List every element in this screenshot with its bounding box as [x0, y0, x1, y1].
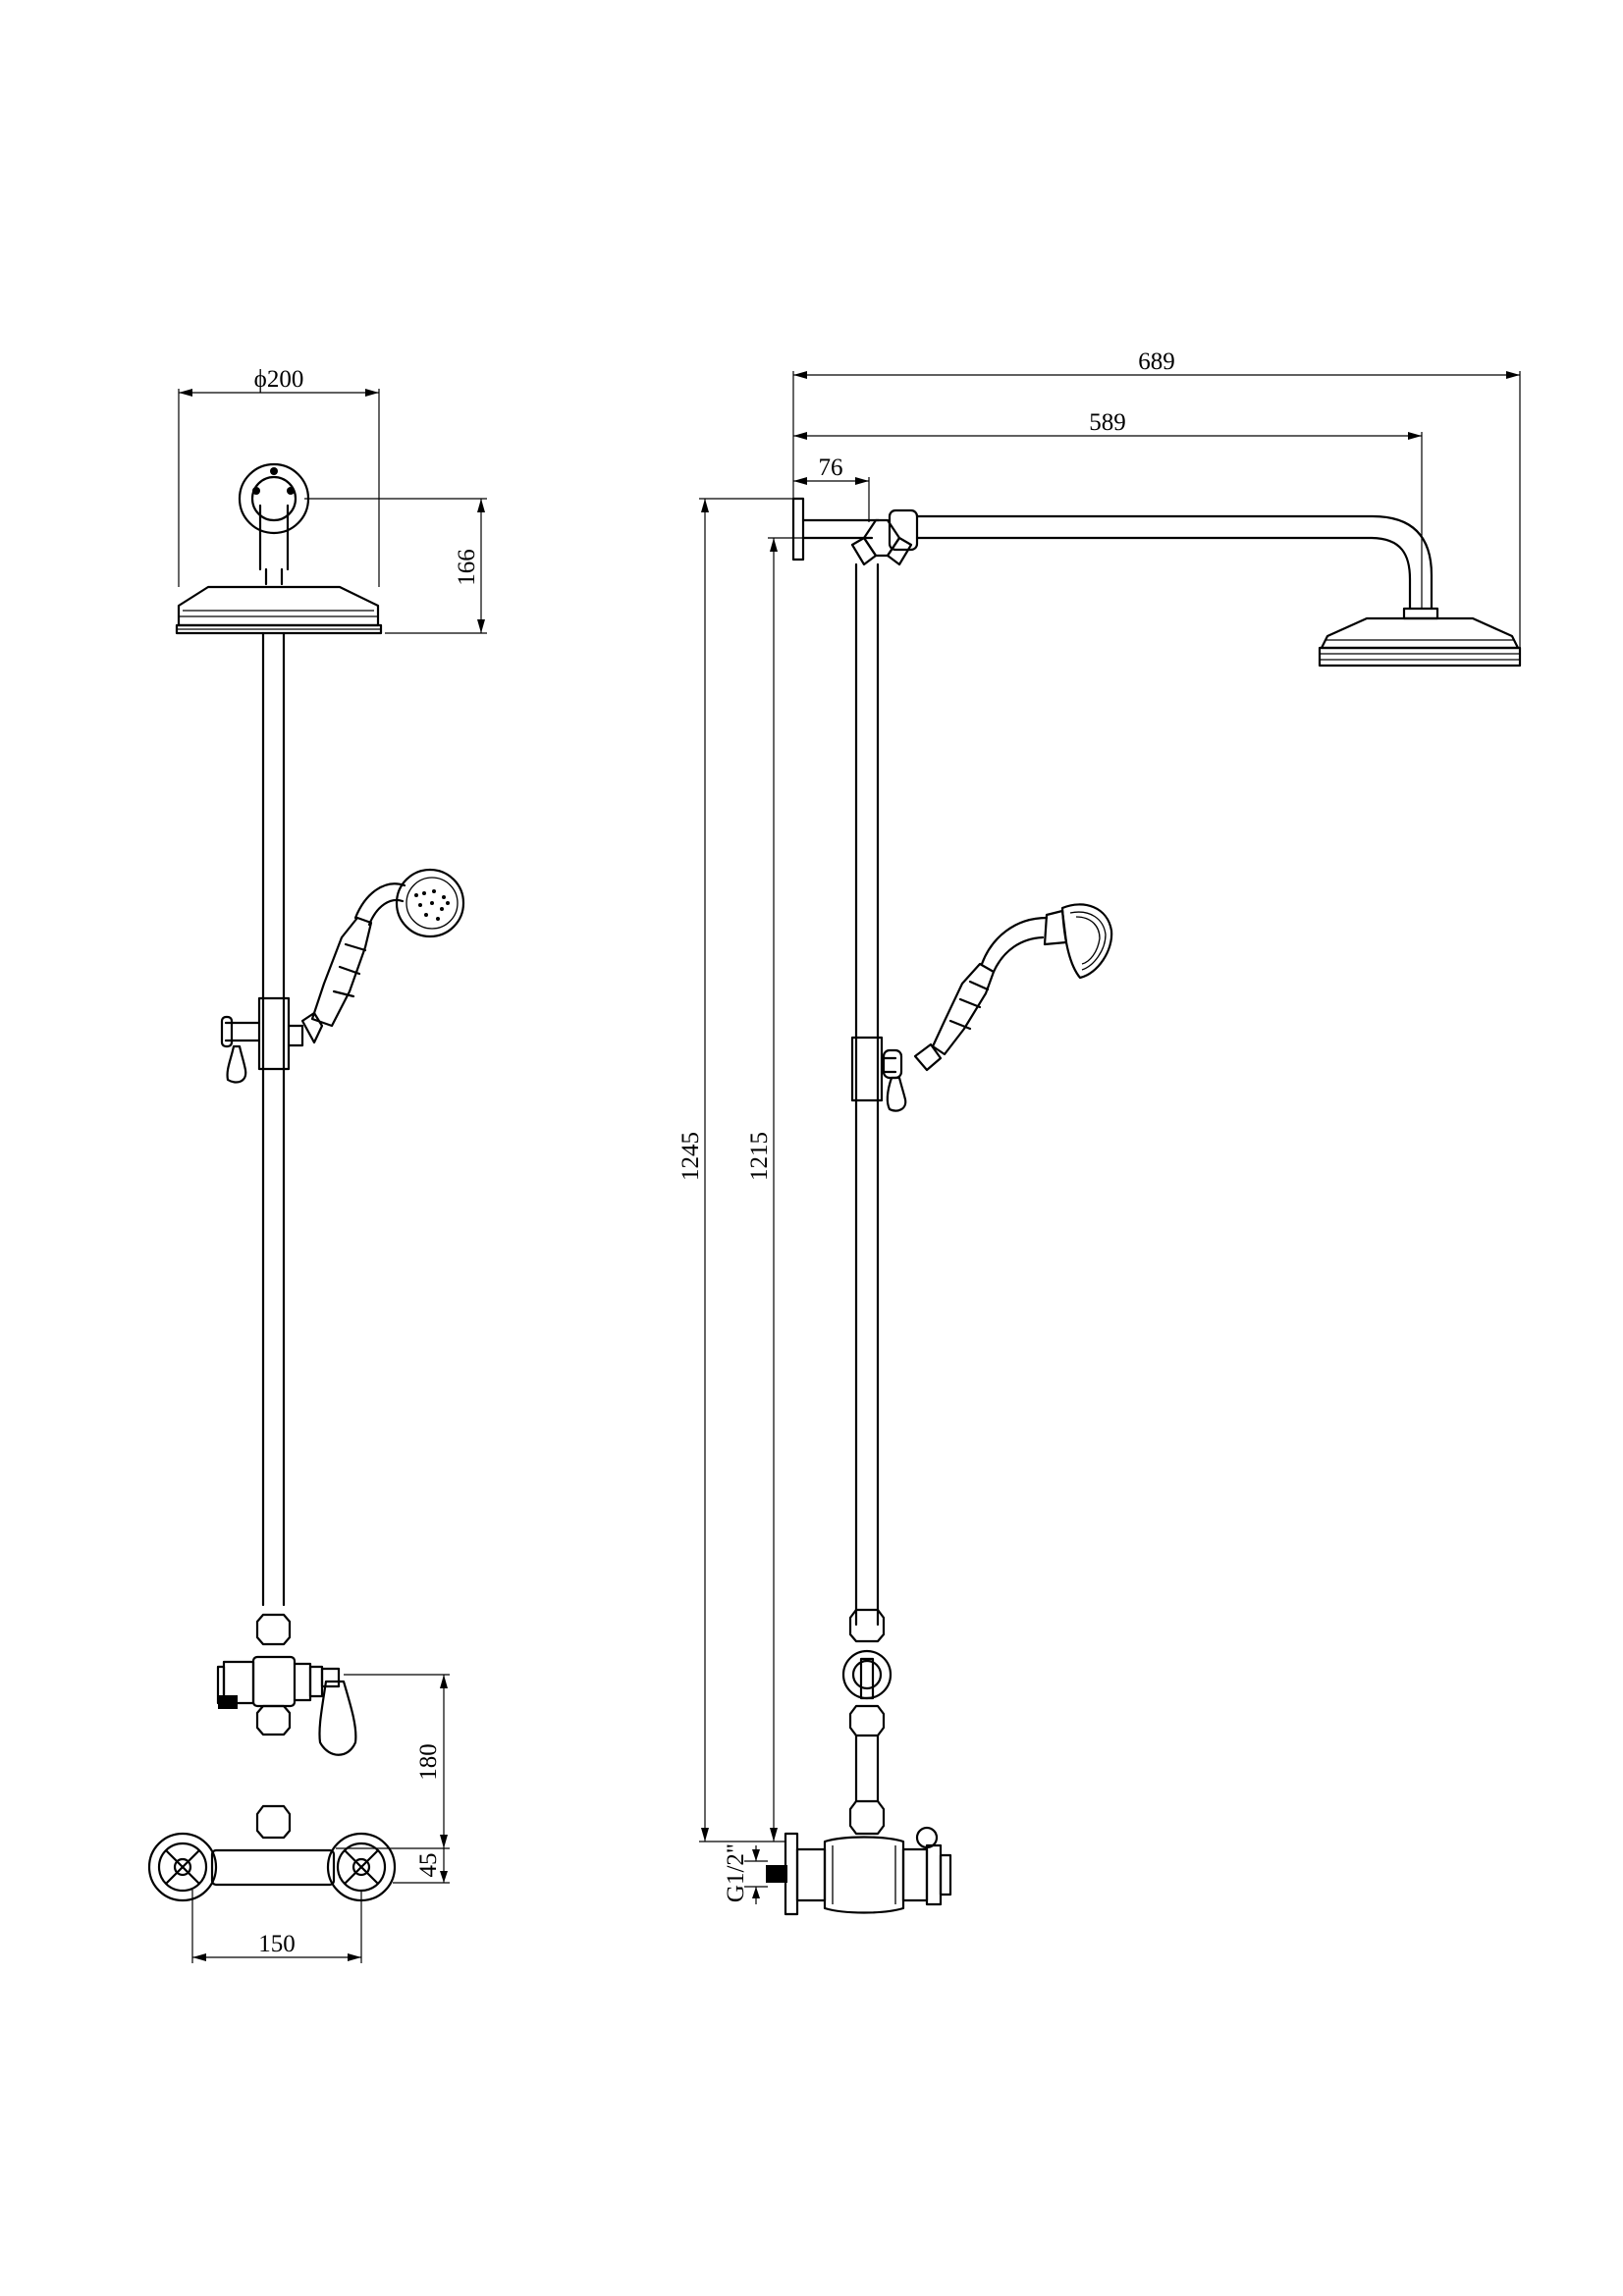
- front-diverter: [216, 1613, 357, 1756]
- front-riser-pipe: [261, 631, 286, 1607]
- side-top-connector: [850, 508, 919, 566]
- side-view: 689 589 76 1245: [677, 348, 1522, 1916]
- front-dim-valve-width: 150: [191, 1890, 362, 1963]
- side-shower-arm: [915, 514, 1439, 620]
- front-ceiling-flange: [238, 462, 310, 586]
- front-dim-valve-to-diverter: 180: [336, 1674, 450, 1849]
- front-view: ϕ200 166 180 45 150: [147, 366, 487, 1963]
- front-slider-bracket: [220, 996, 324, 1084]
- front-dim-head-diameter-label: ϕ200: [254, 366, 304, 393]
- side-dim-overall-height-label: 1245: [677, 1132, 704, 1181]
- front-dim-valve-offset: 45: [393, 1848, 450, 1884]
- front-dim-head-height: 166: [304, 498, 487, 634]
- side-dim-inlet-thread-label: G1/2": [723, 1843, 749, 1902]
- side-dim-wall-bracket: 76: [793, 454, 870, 522]
- front-valve-handle-left: [147, 1832, 218, 1902]
- front-dim-head-diameter: ϕ200: [178, 366, 380, 587]
- side-dim-arm-reach: 589: [793, 409, 1423, 609]
- front-hand-shower: [310, 868, 465, 1028]
- side-shower-head: [1318, 616, 1522, 667]
- front-dim-valve-to-diverter-label: 180: [415, 1743, 442, 1781]
- side-dim-inlet-thread: G1/2": [723, 1843, 768, 1904]
- side-dim-wall-bracket-label: 76: [819, 454, 843, 481]
- front-dim-head-height-label: 166: [454, 549, 480, 586]
- side-hand-shower: [931, 903, 1113, 1056]
- front-valve-body: [147, 1804, 397, 1902]
- side-dim-overall-height: 1245: [677, 498, 793, 1842]
- front-dim-valve-width-label: 150: [258, 1931, 296, 1957]
- front-hand-shower-nozzles: [414, 889, 450, 921]
- side-dim-arm-reach-label: 589: [1089, 409, 1126, 436]
- side-dim-riser-height-label: 1215: [746, 1132, 773, 1181]
- side-dim-riser-height: 1215: [746, 537, 854, 1842]
- side-dim-overall-projection-label: 689: [1138, 348, 1175, 375]
- side-riser-pipe: [854, 562, 880, 1627]
- side-slider-bracket: [850, 1036, 943, 1112]
- side-valve-body: [766, 1799, 952, 1916]
- front-dim-valve-offset-label: 45: [415, 1853, 442, 1878]
- side-wall-flange: [791, 497, 881, 561]
- front-shower-head: [175, 585, 383, 635]
- side-diverter: [841, 1608, 893, 1803]
